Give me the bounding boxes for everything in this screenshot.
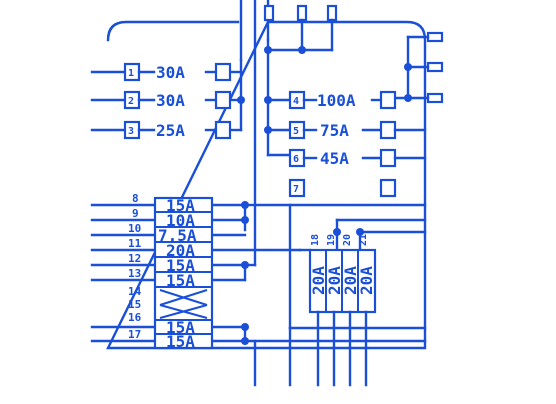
svg-text:15A: 15A (166, 318, 195, 337)
svg-text:20A: 20A (309, 266, 328, 295)
svg-text:1: 1 (128, 68, 134, 79)
fuse-row-1: 1 30A (90, 62, 232, 82)
svg-text:15A: 15A (166, 271, 195, 290)
fuse-2-rating: 30A (156, 91, 185, 110)
svg-text:15: 15 (128, 298, 141, 311)
svg-text:10: 10 (128, 222, 141, 235)
svg-text:7.5A: 7.5A (158, 226, 197, 245)
fuse-5-rating: 75A (320, 121, 349, 140)
svg-text:13: 13 (128, 267, 141, 280)
svg-text:10A: 10A (166, 211, 195, 230)
fuse-row-3: 3 25A (90, 120, 232, 140)
slot-7 (288, 178, 306, 198)
spare-socket (379, 178, 397, 198)
svg-text:3: 3 (128, 126, 134, 137)
fuse-6-rating: 45A (320, 149, 349, 168)
svg-text:14: 14 (128, 285, 142, 298)
svg-text:19: 19 (326, 234, 337, 246)
svg-text:7: 7 (293, 184, 299, 195)
svg-text:21: 21 (358, 234, 369, 246)
svg-text:18: 18 (310, 234, 321, 246)
svg-text:20A: 20A (341, 266, 360, 295)
svg-text:5: 5 (293, 126, 299, 137)
svg-text:20A: 20A (166, 241, 195, 260)
svg-text:2: 2 (128, 96, 134, 107)
svg-text:12: 12 (128, 252, 141, 265)
right-connectors (393, 31, 444, 104)
svg-text:15A: 15A (166, 196, 195, 215)
fuse-row-6: 6 45A (288, 148, 427, 168)
svg-text:15A: 15A (166, 332, 195, 351)
svg-text:9: 9 (132, 207, 139, 220)
svg-text:11: 11 (128, 237, 142, 250)
fuse-1-socket (214, 62, 232, 82)
svg-text:4: 4 (293, 96, 299, 107)
svg-text:20A: 20A (357, 266, 376, 295)
fuse-row-4: 4 100A (288, 90, 397, 110)
svg-text:16: 16 (128, 311, 142, 324)
fuse-panel-outline (106, 20, 427, 350)
svg-text:20: 20 (342, 234, 353, 246)
vertical-fuse-block: 18 19 20 21 20A 20A 20A 20A (288, 203, 427, 387)
fuse-1-rating: 30A (156, 63, 185, 82)
fuse-row-5: 5 75A (288, 120, 427, 140)
svg-text:20A: 20A (325, 266, 344, 295)
lower-left-fuse-block: 8 9 10 11 12 13 14 15 16 17 15A 10A 7.5A… (90, 192, 427, 351)
svg-text:15A: 15A (166, 256, 195, 275)
svg-text:17: 17 (128, 328, 141, 341)
svg-text:8: 8 (132, 192, 139, 205)
fuse-row-2: 2 30A (90, 90, 232, 110)
svg-text:6: 6 (293, 154, 299, 165)
fuse-4-rating: 100A (317, 91, 356, 110)
fuse-3-rating: 25A (156, 121, 185, 140)
